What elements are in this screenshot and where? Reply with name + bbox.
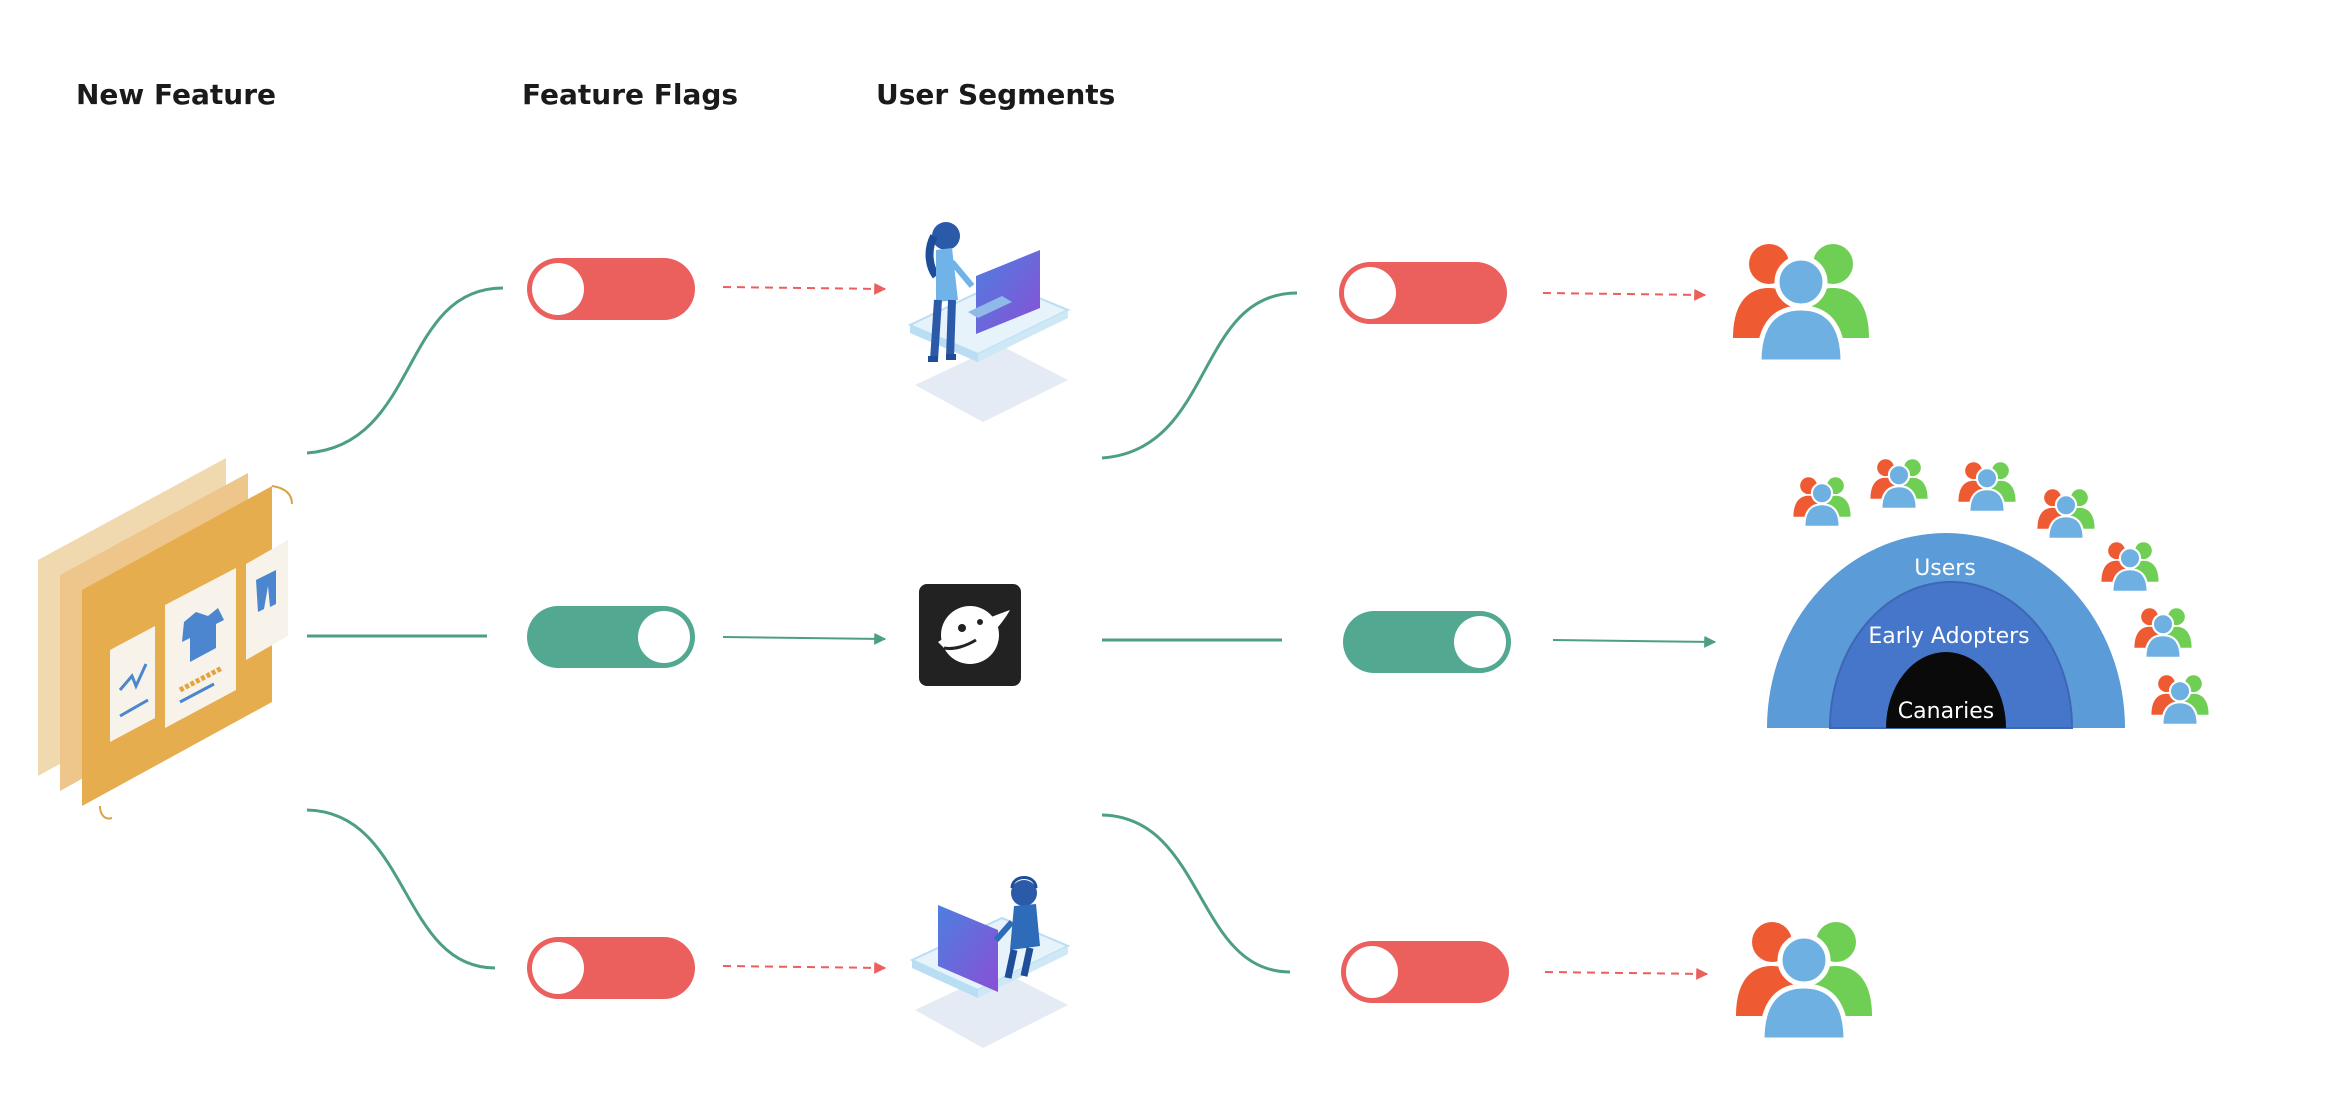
toggle-knob	[532, 263, 584, 315]
user-group-icon	[2150, 674, 2210, 726]
user-group-icon	[2133, 607, 2193, 659]
toggle-knob	[638, 611, 690, 663]
support-agent-icon	[909, 876, 1071, 1048]
new-feature-heading: New Feature	[76, 78, 277, 111]
user-group-icon	[1733, 244, 1869, 362]
user-group-icon	[1736, 922, 1872, 1040]
flag-toggle-bottom[interactable]	[527, 937, 695, 999]
arrow-segment-middle	[1552, 635, 1717, 648]
rollout-rings: Users Early Adopters Canaries	[1767, 533, 2125, 729]
connector-segment-bottom	[1101, 813, 1291, 974]
arrow-flag-bottom	[722, 961, 887, 974]
user-segments-heading: User Segments	[876, 78, 1116, 111]
feature-flags-heading: Feature Flags	[522, 78, 739, 111]
segment-toggle-top[interactable]	[1339, 262, 1507, 324]
segment-toggle-middle[interactable]	[1343, 611, 1511, 673]
connector-feature-bottom	[306, 808, 496, 970]
connector-feature-top	[306, 286, 504, 455]
flag-toggle-top[interactable]	[527, 258, 695, 320]
user-group-icon	[1957, 461, 2017, 513]
product-cards-icon	[38, 458, 293, 820]
app-logo-icon	[919, 584, 1021, 686]
ring-label-early-adopters: Early Adopters	[1868, 624, 2029, 649]
arrow-flag-top	[722, 282, 887, 295]
arrow-segment-top	[1542, 288, 1707, 301]
toggle-knob	[1454, 616, 1506, 668]
arrow-segment-bottom	[1544, 967, 1709, 980]
ring-label-users: Users	[1914, 556, 1976, 581]
user-group-icon	[1869, 458, 1929, 510]
arrow-flag-middle	[722, 632, 887, 645]
toggle-knob	[1344, 267, 1396, 319]
segment-toggle-bottom[interactable]	[1341, 941, 1509, 1003]
user-group-icon	[2036, 488, 2096, 540]
flag-toggle-middle[interactable]	[527, 606, 695, 668]
woman-at-computer-icon	[907, 222, 1071, 422]
user-group-icon	[2100, 541, 2160, 593]
toggle-knob	[532, 942, 584, 994]
ring-canaries	[1886, 652, 2006, 728]
connector-segment-top	[1101, 291, 1298, 460]
user-group-icon	[1792, 476, 1852, 528]
ring-label-canaries: Canaries	[1898, 699, 1994, 724]
toggle-knob	[1346, 946, 1398, 998]
